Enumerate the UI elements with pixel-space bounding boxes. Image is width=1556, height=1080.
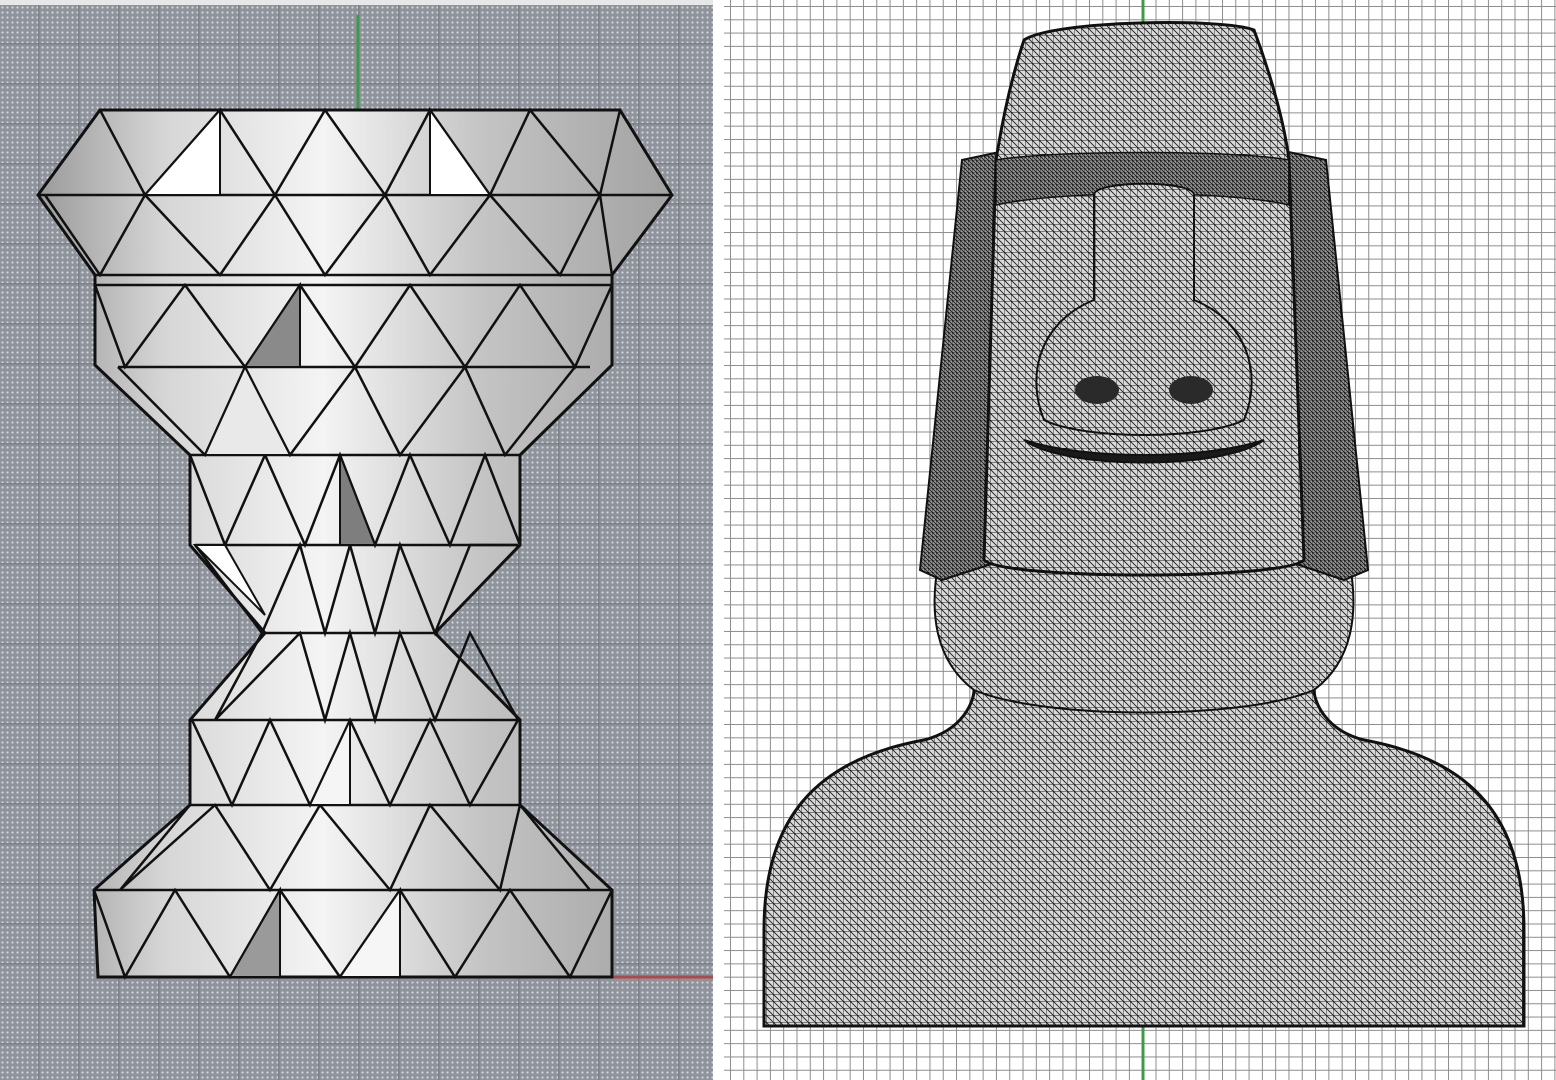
moai-right-nostril	[1169, 376, 1213, 404]
moai-brow	[995, 151, 1290, 206]
moai-mouth	[1023, 439, 1265, 464]
moai-shoulders	[762, 688, 1526, 1028]
moai-jaw	[933, 559, 1355, 714]
viewport-divider	[713, 0, 724, 1080]
moai-left-nostril	[1075, 376, 1119, 404]
moai-nose	[1035, 182, 1253, 436]
moai-scene	[762, 0, 1526, 1080]
vase-shaded-facets	[142, 106, 492, 978]
left-viewport[interactable]	[0, 0, 713, 1080]
vase-facets	[43, 107, 622, 980]
right-viewport[interactable]	[724, 0, 1556, 1080]
vase-scene	[36, 15, 713, 980]
